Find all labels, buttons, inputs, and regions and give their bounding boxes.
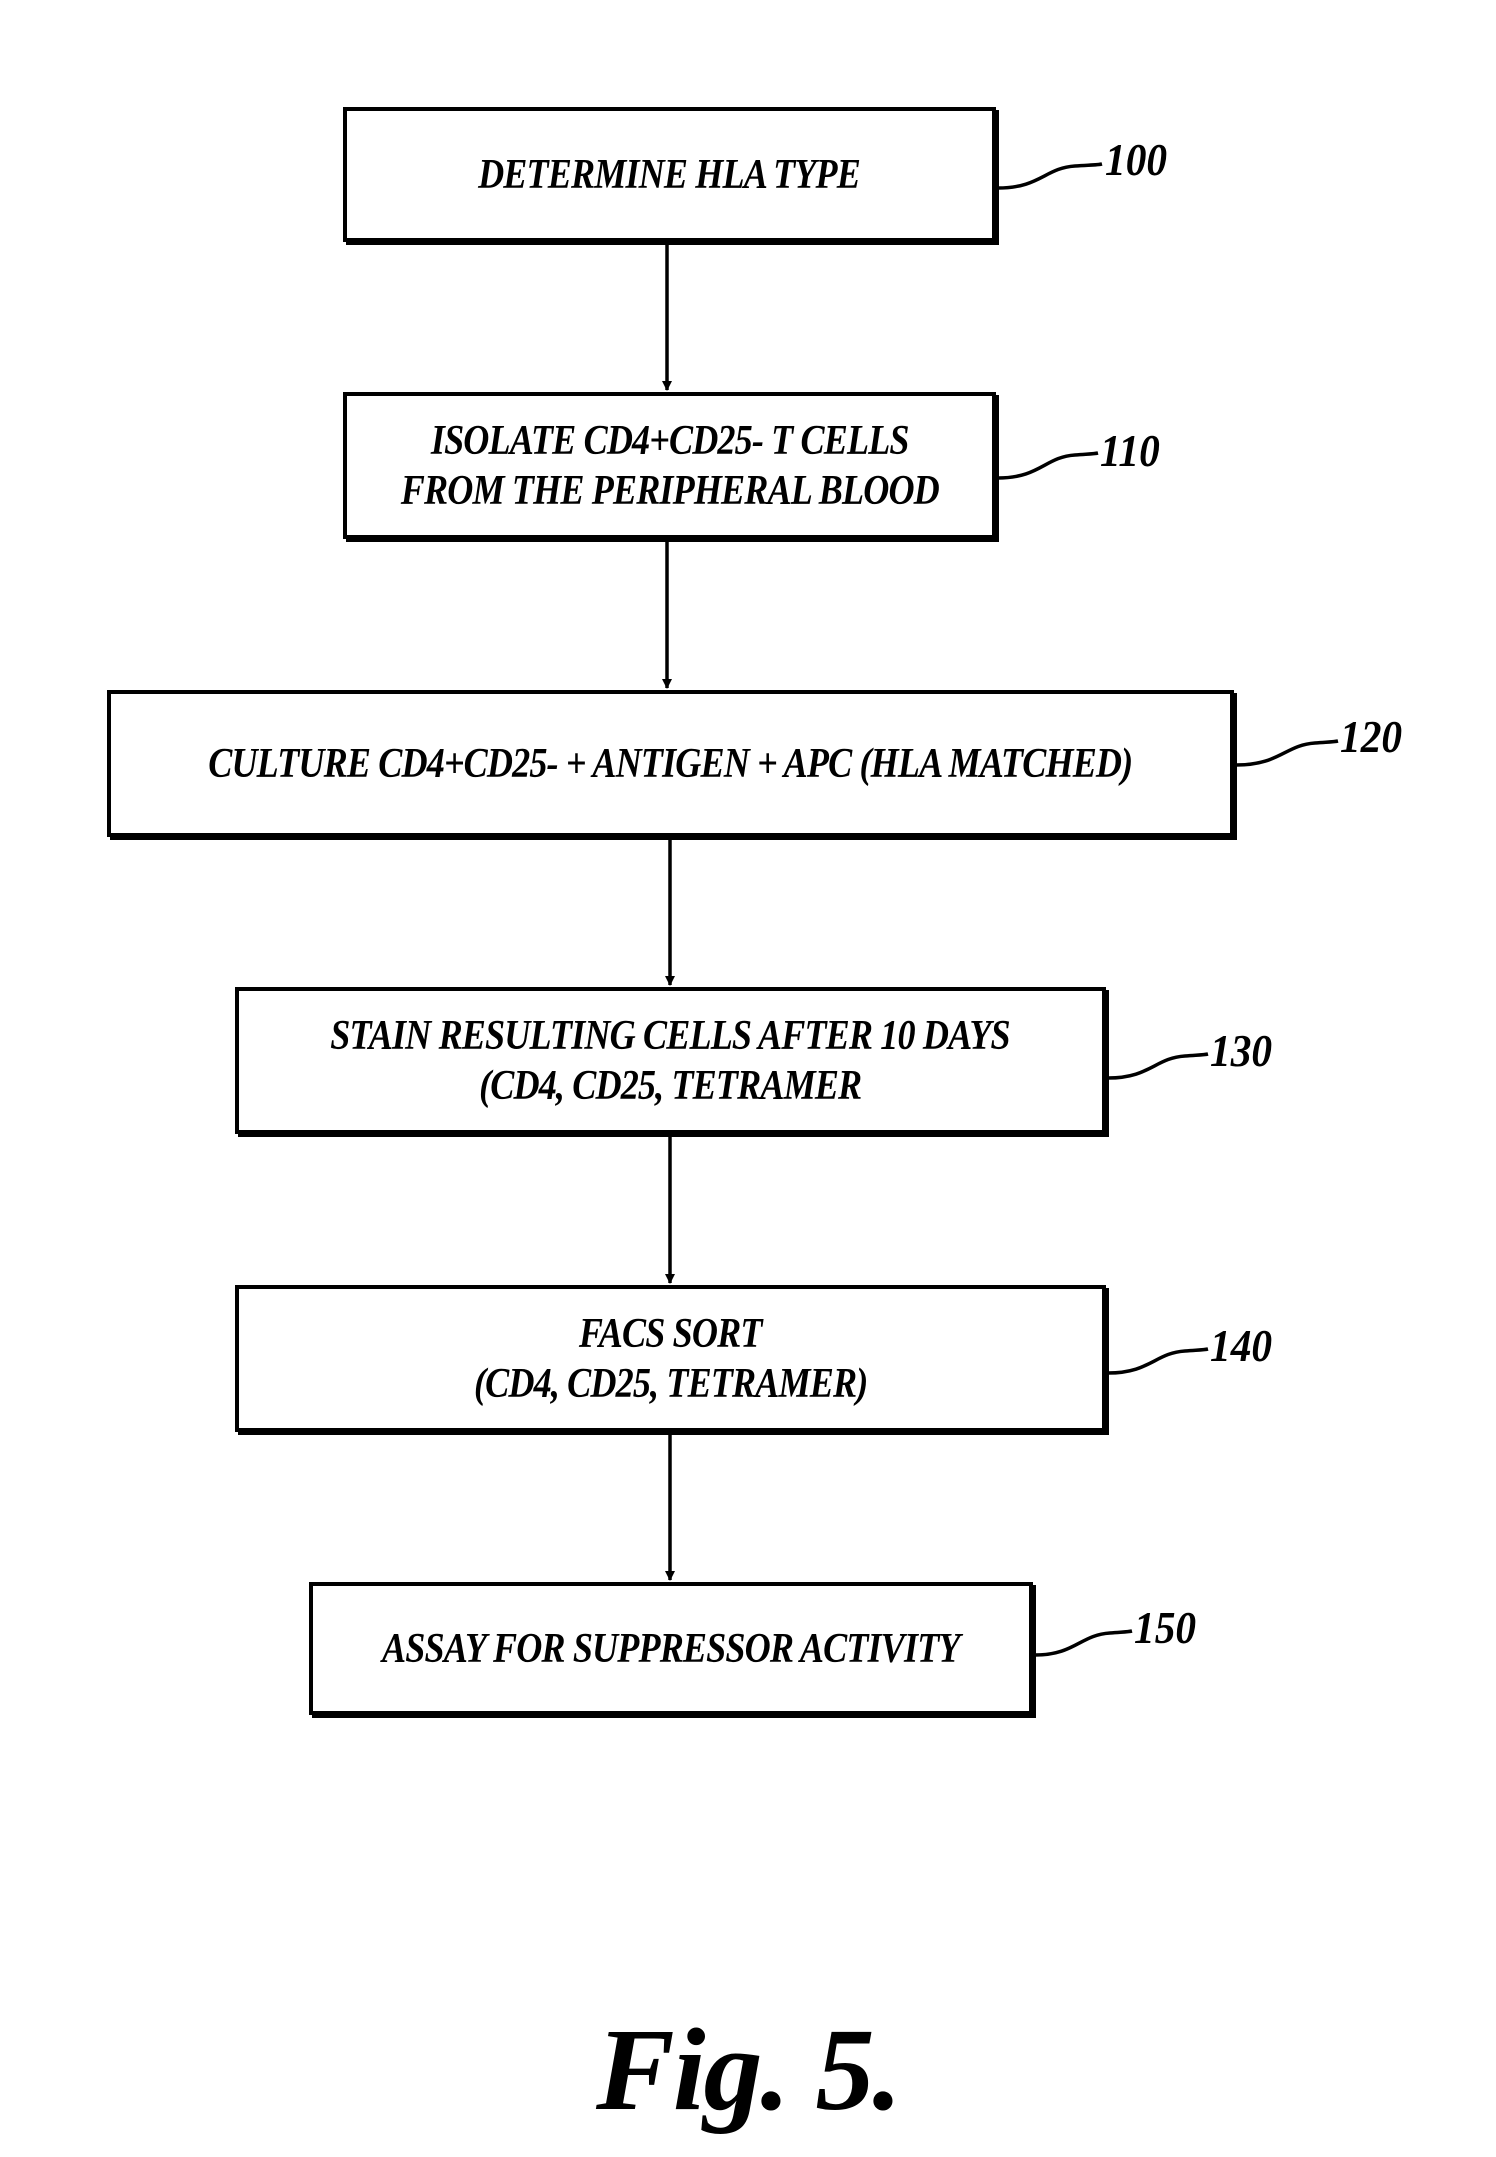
leader-line-140 bbox=[1108, 1349, 1208, 1373]
step-box-110: ISOLATE CD4+CD25- T CELLS FROM THE PERIP… bbox=[343, 392, 996, 539]
leader-line-130 bbox=[1108, 1054, 1208, 1078]
reference-numeral-140: 140 bbox=[1210, 1321, 1272, 1371]
step-text: (CD4, CD25, TETRAMER bbox=[479, 1061, 861, 1111]
step-text: ISOLATE CD4+CD25- T CELLS bbox=[431, 416, 909, 466]
step-text: STAIN RESULTING CELLS AFTER 10 DAYS bbox=[331, 1011, 1010, 1061]
step-text: FROM THE PERIPHERAL BLOOD bbox=[400, 466, 938, 516]
leader-line-100 bbox=[998, 164, 1102, 188]
reference-numeral-120: 120 bbox=[1340, 712, 1402, 762]
step-box-100: DETERMINE HLA TYPE bbox=[343, 107, 996, 242]
reference-numeral-130: 130 bbox=[1210, 1026, 1272, 1076]
leader-line-150 bbox=[1035, 1631, 1132, 1655]
reference-numeral-150: 150 bbox=[1134, 1603, 1196, 1653]
reference-numeral-100: 100 bbox=[1105, 135, 1167, 185]
step-box-150: ASSAY FOR SUPPRESSOR ACTIVITY bbox=[309, 1582, 1033, 1715]
step-text: (CD4, CD25, TETRAMER) bbox=[474, 1359, 867, 1409]
leader-line-110 bbox=[998, 453, 1098, 478]
reference-numeral-110: 110 bbox=[1100, 426, 1160, 476]
figure-caption: Fig. 5. bbox=[0, 2005, 1496, 2135]
step-text: DETERMINE HLA TYPE bbox=[479, 150, 861, 200]
step-box-130: STAIN RESULTING CELLS AFTER 10 DAYS (CD4… bbox=[235, 987, 1106, 1134]
step-box-140: FACS SORT (CD4, CD25, TETRAMER) bbox=[235, 1285, 1106, 1432]
step-box-120: CULTURE CD4+CD25- + ANTIGEN + APC (HLA M… bbox=[107, 690, 1234, 837]
step-text: CULTURE CD4+CD25- + ANTIGEN + APC (HLA M… bbox=[208, 739, 1132, 789]
step-text: FACS SORT bbox=[579, 1309, 762, 1359]
leader-line-120 bbox=[1236, 741, 1338, 765]
step-text: ASSAY FOR SUPPRESSOR ACTIVITY bbox=[382, 1624, 960, 1674]
